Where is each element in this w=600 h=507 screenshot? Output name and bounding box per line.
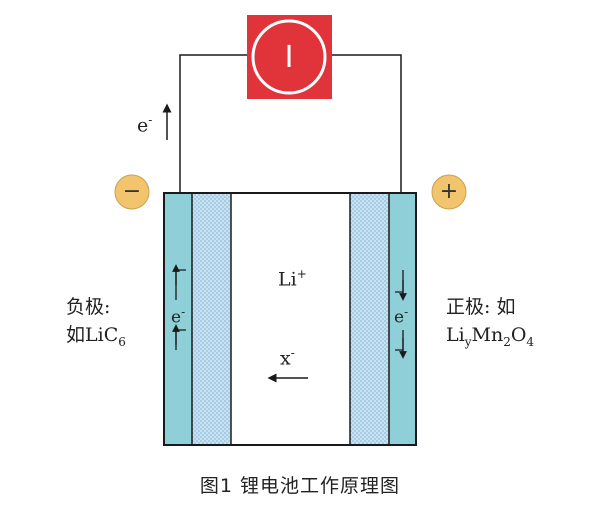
- lithium-ion-symbol: Li: [278, 268, 297, 291]
- anode-electron-letter: e: [171, 307, 182, 328]
- anode-electron-charge: -: [181, 305, 186, 319]
- figure-caption: 图1 锂电池工作原理图: [199, 475, 401, 497]
- cathode-electron-letter: e: [394, 307, 405, 328]
- cathode-electron-charge: -: [404, 305, 409, 319]
- anode-collector: [164, 193, 192, 445]
- cathode-collector: [389, 193, 416, 445]
- ammeter-box: [247, 15, 332, 99]
- external-wire: [179, 54, 402, 193]
- positive-terminal: [431, 174, 467, 210]
- anion-symbol: x: [280, 347, 291, 370]
- cathode-formula-o: O: [510, 324, 527, 346]
- cathode-electrode: [350, 193, 389, 445]
- anode-material-prefix: 如LiC: [66, 324, 119, 346]
- cathode-electron-label: e-: [394, 306, 408, 327]
- ammeter-symbol: I: [284, 40, 294, 75]
- cathode-material: LiyMn2O4: [446, 326, 534, 348]
- anode-material-subscript: 6: [118, 334, 126, 349]
- anode-title: 负极:: [66, 296, 111, 318]
- lithium-ion-charge: +: [296, 267, 307, 281]
- cathode-formula-y: y: [464, 334, 472, 349]
- cathode-formula-li: Li: [446, 324, 465, 346]
- anode-electron-label: e-: [171, 306, 185, 327]
- anion-charge: -: [290, 346, 295, 360]
- ammeter-ring: [251, 19, 327, 95]
- lithium-ion-label: Li+: [278, 268, 307, 289]
- cathode-title: 正极: 如: [446, 296, 516, 318]
- external-electron-letter: e: [137, 114, 149, 137]
- external-electron-charge: -: [148, 113, 153, 127]
- electrolyte-region: [231, 193, 350, 445]
- cathode-formula-mn: Mn: [471, 324, 504, 346]
- anion-label: x-: [280, 347, 295, 368]
- anode-electrode: [192, 193, 231, 445]
- negative-terminal-sign: −: [122, 179, 142, 204]
- cathode-formula-2: 2: [503, 334, 511, 349]
- positive-terminal-sign: +: [439, 179, 459, 204]
- cathode-formula-4: 4: [526, 334, 535, 349]
- external-electron-label: e-: [137, 114, 152, 135]
- negative-terminal: [114, 174, 150, 210]
- cell-outline: [163, 192, 417, 446]
- anode-material: 如LiC6: [66, 326, 126, 348]
